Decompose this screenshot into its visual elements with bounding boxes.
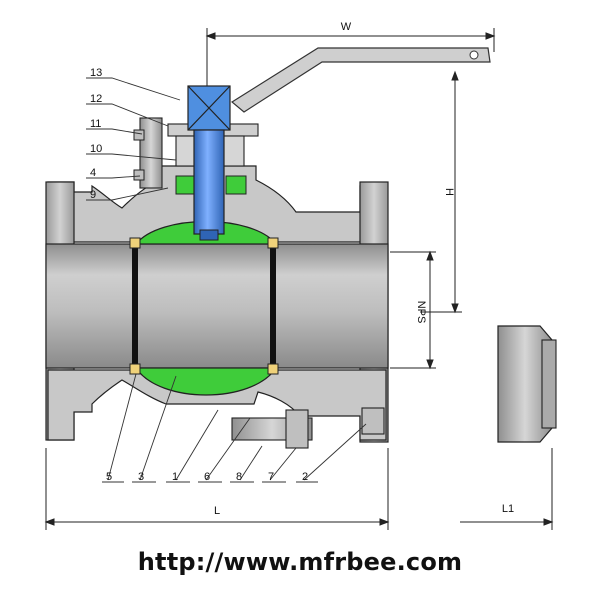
label-6: 6 bbox=[204, 471, 210, 483]
dimension-l1 bbox=[460, 448, 554, 530]
dim-l-label: L bbox=[214, 505, 220, 517]
callout-leaders bbox=[86, 77, 367, 483]
dimension-nps bbox=[390, 250, 436, 370]
label-11: 11 bbox=[90, 118, 101, 130]
dimension-l bbox=[44, 448, 390, 530]
watermark-url: http://www.mfrbee.com bbox=[137, 548, 463, 576]
lever-handle bbox=[230, 47, 491, 113]
label-13: 13 bbox=[90, 67, 102, 79]
dim-l1-label: L1 bbox=[502, 503, 514, 515]
label-4: 4 bbox=[90, 167, 96, 179]
dim-h-label: H bbox=[443, 188, 455, 196]
label-2: 2 bbox=[302, 471, 308, 483]
ball bbox=[129, 221, 279, 396]
label-7: 7 bbox=[268, 471, 274, 483]
bore bbox=[45, 243, 389, 369]
dim-nps-label: NPS bbox=[415, 301, 427, 324]
dimension-h bbox=[420, 70, 462, 314]
stem bbox=[187, 85, 231, 241]
label-3: 3 bbox=[138, 471, 144, 483]
label-10: 10 bbox=[90, 143, 102, 155]
part-labels: 13 12 11 10 4 9 5 3 1 6 8 7 2 bbox=[90, 67, 308, 483]
end-cap bbox=[497, 325, 557, 443]
label-8: 8 bbox=[236, 471, 242, 483]
label-5: 5 bbox=[106, 471, 112, 483]
label-12: 12 bbox=[90, 93, 102, 105]
lower-bolt bbox=[231, 407, 385, 449]
label-1: 1 bbox=[172, 471, 178, 483]
dim-w-label: W bbox=[341, 21, 352, 33]
label-9: 9 bbox=[90, 189, 96, 201]
dimension-w bbox=[205, 28, 496, 86]
bonnet-bolt bbox=[133, 117, 163, 189]
